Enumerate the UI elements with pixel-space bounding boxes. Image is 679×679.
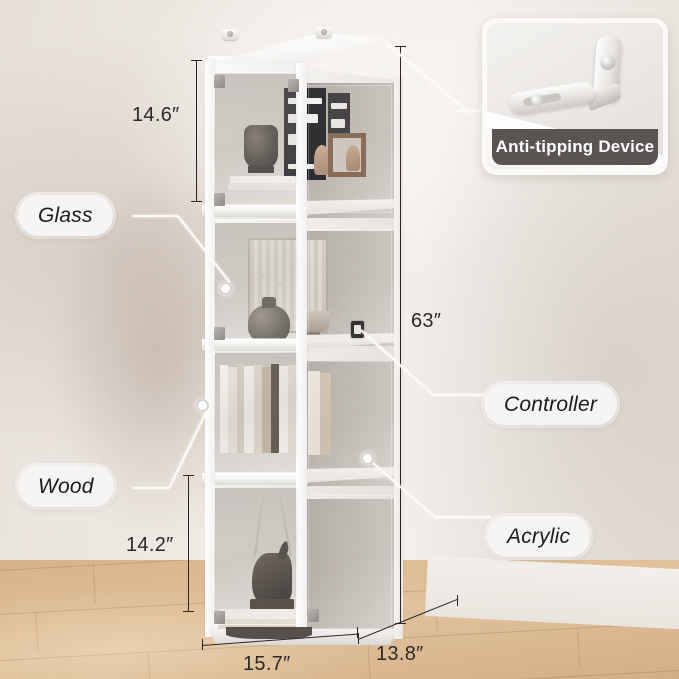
dimension-label-14-2: 14.2″ (126, 534, 174, 556)
leader-line-glass (132, 215, 178, 217)
cabinet-interior-side-4 (306, 499, 394, 629)
decor-vase-legs (248, 166, 274, 173)
decor-book-stack-top (230, 176, 296, 183)
cabinet-frame-left (205, 59, 215, 637)
corner-bracket (214, 75, 225, 88)
acrylic-side-pane-3 (308, 361, 392, 479)
dimension-cap (358, 633, 359, 644)
dimension-line-14-6 (196, 60, 197, 202)
decor-book (228, 367, 237, 453)
decor-book (244, 366, 254, 453)
cabinet-frame-center (296, 63, 307, 639)
glass-door-pane-1 (213, 73, 299, 205)
decor-book-side (320, 373, 331, 455)
decor-book (271, 364, 279, 453)
dimension-label-14-6: 14.6″ (132, 104, 180, 126)
decor-book (288, 365, 296, 453)
decor-book (254, 365, 262, 453)
corner-bracket (214, 327, 225, 340)
led-controller-switch[interactable] (351, 321, 364, 338)
display-cabinet (196, 27, 411, 645)
callout-pill-controller[interactable]: Controller (484, 384, 618, 425)
callout-dot-acrylic (361, 452, 374, 465)
glass-side-pane-1 (308, 85, 392, 213)
corner-bracket (288, 79, 299, 92)
anti-tip-bracket-left-icon (222, 29, 238, 40)
acrylic-door-pane-3 (213, 351, 299, 473)
corner-bracket (214, 193, 225, 206)
dimension-label-63: 63″ (411, 310, 442, 332)
anti-tipping-caption: Anti-tipping Device (492, 129, 658, 165)
dimension-cap (202, 639, 203, 650)
acrylic-door-pane-4 (213, 485, 299, 625)
decor-horse-sculpture (252, 553, 292, 605)
dimension-label-15-7: 15.7″ (243, 653, 291, 675)
callout-dot-glass (219, 282, 232, 295)
decor-marble-vase (244, 125, 278, 169)
decor-bird-figurine (314, 145, 330, 175)
dimension-cap (457, 595, 458, 606)
callout-pill-acrylic[interactable]: Acrylic (487, 516, 591, 557)
anti-tipping-inset-panel: Anti-tipping Device (482, 18, 668, 175)
leader-line-controller-2 (432, 394, 488, 396)
corner-bracket (214, 611, 225, 624)
shelf-3 (202, 473, 308, 485)
dimension-cap (183, 475, 194, 476)
anti-tipping-photo: Anti-tipping Device (487, 23, 663, 170)
anti-tip-bracket-right-icon (316, 27, 332, 38)
callout-pill-glass[interactable]: Glass (18, 195, 113, 236)
dimension-line-14-2 (188, 475, 189, 612)
shelf-1 (202, 205, 308, 217)
shelf-2 (202, 339, 308, 351)
decor-horse-base (250, 599, 294, 611)
dimension-cap (395, 46, 406, 47)
callout-pill-wood[interactable]: Wood (18, 466, 114, 507)
glass-side-pane-2 (308, 229, 392, 341)
dimension-cap (357, 627, 358, 638)
decor-book-side (308, 371, 320, 455)
dimension-cap (395, 623, 406, 624)
cabinet-base-cutout (226, 627, 312, 639)
decor-vase-neck (262, 297, 276, 308)
leader-line-wood (133, 487, 169, 489)
decor-book (279, 366, 288, 453)
decor-book-stack-top-2 (228, 183, 298, 190)
dimension-cap (191, 60, 202, 61)
cabinet-frame-right (394, 77, 403, 639)
decor-book (237, 364, 244, 453)
dimension-cap (191, 201, 202, 202)
decor-book (262, 367, 271, 453)
dimension-cap (183, 611, 194, 612)
leader-line-anti-tipping-2 (455, 110, 495, 112)
decor-brochure-book (220, 609, 302, 619)
decor-bird-figurine-2 (346, 145, 360, 171)
anti-tip-screw-icon (599, 54, 616, 71)
leader-line-acrylic-2 (435, 516, 491, 518)
decor-book (220, 365, 228, 453)
dimension-line-63 (400, 46, 401, 624)
dimension-label-13-8: 13.8″ (376, 643, 424, 665)
corner-bracket (308, 609, 319, 622)
callout-dot-wood (196, 399, 209, 412)
acrylic-side-pane-4 (308, 495, 392, 629)
